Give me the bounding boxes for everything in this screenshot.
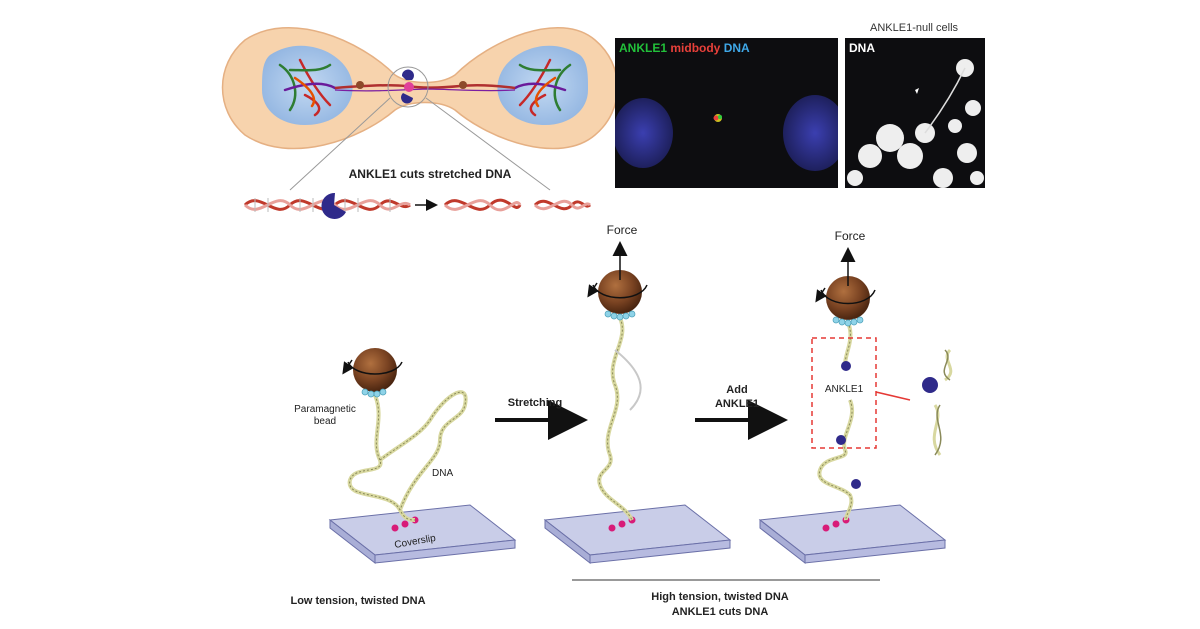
dna-strand-left [347, 390, 468, 522]
high-tension-caption-1: High tension, twisted DNA [651, 591, 789, 603]
dna-strand-right [817, 321, 854, 521]
high-tension-caption-2: ANKLE1 cuts DNA [672, 606, 769, 618]
dna-helix-row [243, 192, 592, 219]
micrograph-right-title: DNA [849, 41, 875, 55]
cleavage-zoom-box [811, 337, 877, 449]
force-label-right: Force [835, 229, 866, 243]
low-tension-caption: Low tension, twisted DNA [290, 595, 425, 607]
force-label-middle: Force [607, 223, 638, 237]
ankle1-pacman-top [401, 69, 414, 80]
chromatin-bridge [334, 83, 516, 90]
cut-dna-fragment-2 [533, 199, 592, 211]
midbody-zoom-circle [387, 66, 429, 108]
bead-label-line-2: bead [314, 416, 336, 427]
micrograph-left-image [615, 95, 838, 171]
chromosomes-right [513, 58, 572, 117]
ankle1-pacman-bottom [401, 93, 413, 104]
ankle1-enzyme-icon [321, 192, 346, 219]
paramagnetic-bead-left [342, 348, 403, 398]
dividing-cell-illustration [221, 26, 619, 191]
zoom-connector [875, 391, 911, 401]
micrograph-ankle1-midbody-dna: ANKLE1 midbody DNA [615, 38, 838, 188]
bead-label-line-1: Paramagnetic [294, 404, 356, 415]
dna-strand-middle [597, 317, 634, 522]
stretching-label: Stretching [508, 397, 562, 409]
coverslip-middle [543, 504, 732, 565]
cleaved-dna-fragments [922, 348, 953, 456]
dna-label: DNA [432, 468, 453, 479]
zoom-line-left [289, 97, 391, 191]
zoom-line-right [425, 97, 551, 191]
stain-ankle1: ANKLE1 [619, 41, 668, 55]
dna-strand-middle-loop [614, 349, 642, 411]
ankle1-protein-1 [841, 361, 851, 371]
dna-strand-left-outline [349, 391, 467, 521]
add-label-line-1: Add [726, 384, 747, 396]
ankle1-label: ANKLE1 [825, 384, 864, 395]
dna-strand-middle-outline [598, 317, 633, 521]
micrograph-ankle1-null-dna: DNA [845, 38, 985, 188]
coverslip-left [328, 504, 517, 565]
paramagnetic-bead-right [815, 247, 876, 327]
coverslip-right [758, 504, 947, 565]
chromosomes-left [278, 58, 337, 117]
midbody-core [404, 82, 414, 92]
midbody-ring-left [356, 81, 364, 89]
micrograph-left-title: ANKLE1 midbody DNA [619, 41, 750, 55]
midbody-ring-right [459, 81, 467, 89]
stain-midbody: midbody [670, 41, 721, 55]
ankle1-protein-2 [836, 435, 846, 445]
paramagnetic-bead-middle [587, 241, 648, 321]
stain-dna: DNA [723, 41, 750, 55]
cut-dna-fragment-1 [443, 198, 522, 212]
add-label-line-2: ANKLE1 [715, 398, 759, 410]
cut-dna-label: ANKLE1 cuts stretched DNA [349, 167, 512, 181]
stretched-dna-helix [243, 198, 411, 212]
micrograph-right-image [847, 59, 984, 188]
ankle1-protein-3 [851, 479, 861, 489]
micrograph-right-caption: ANKLE1-null cells [870, 22, 959, 34]
